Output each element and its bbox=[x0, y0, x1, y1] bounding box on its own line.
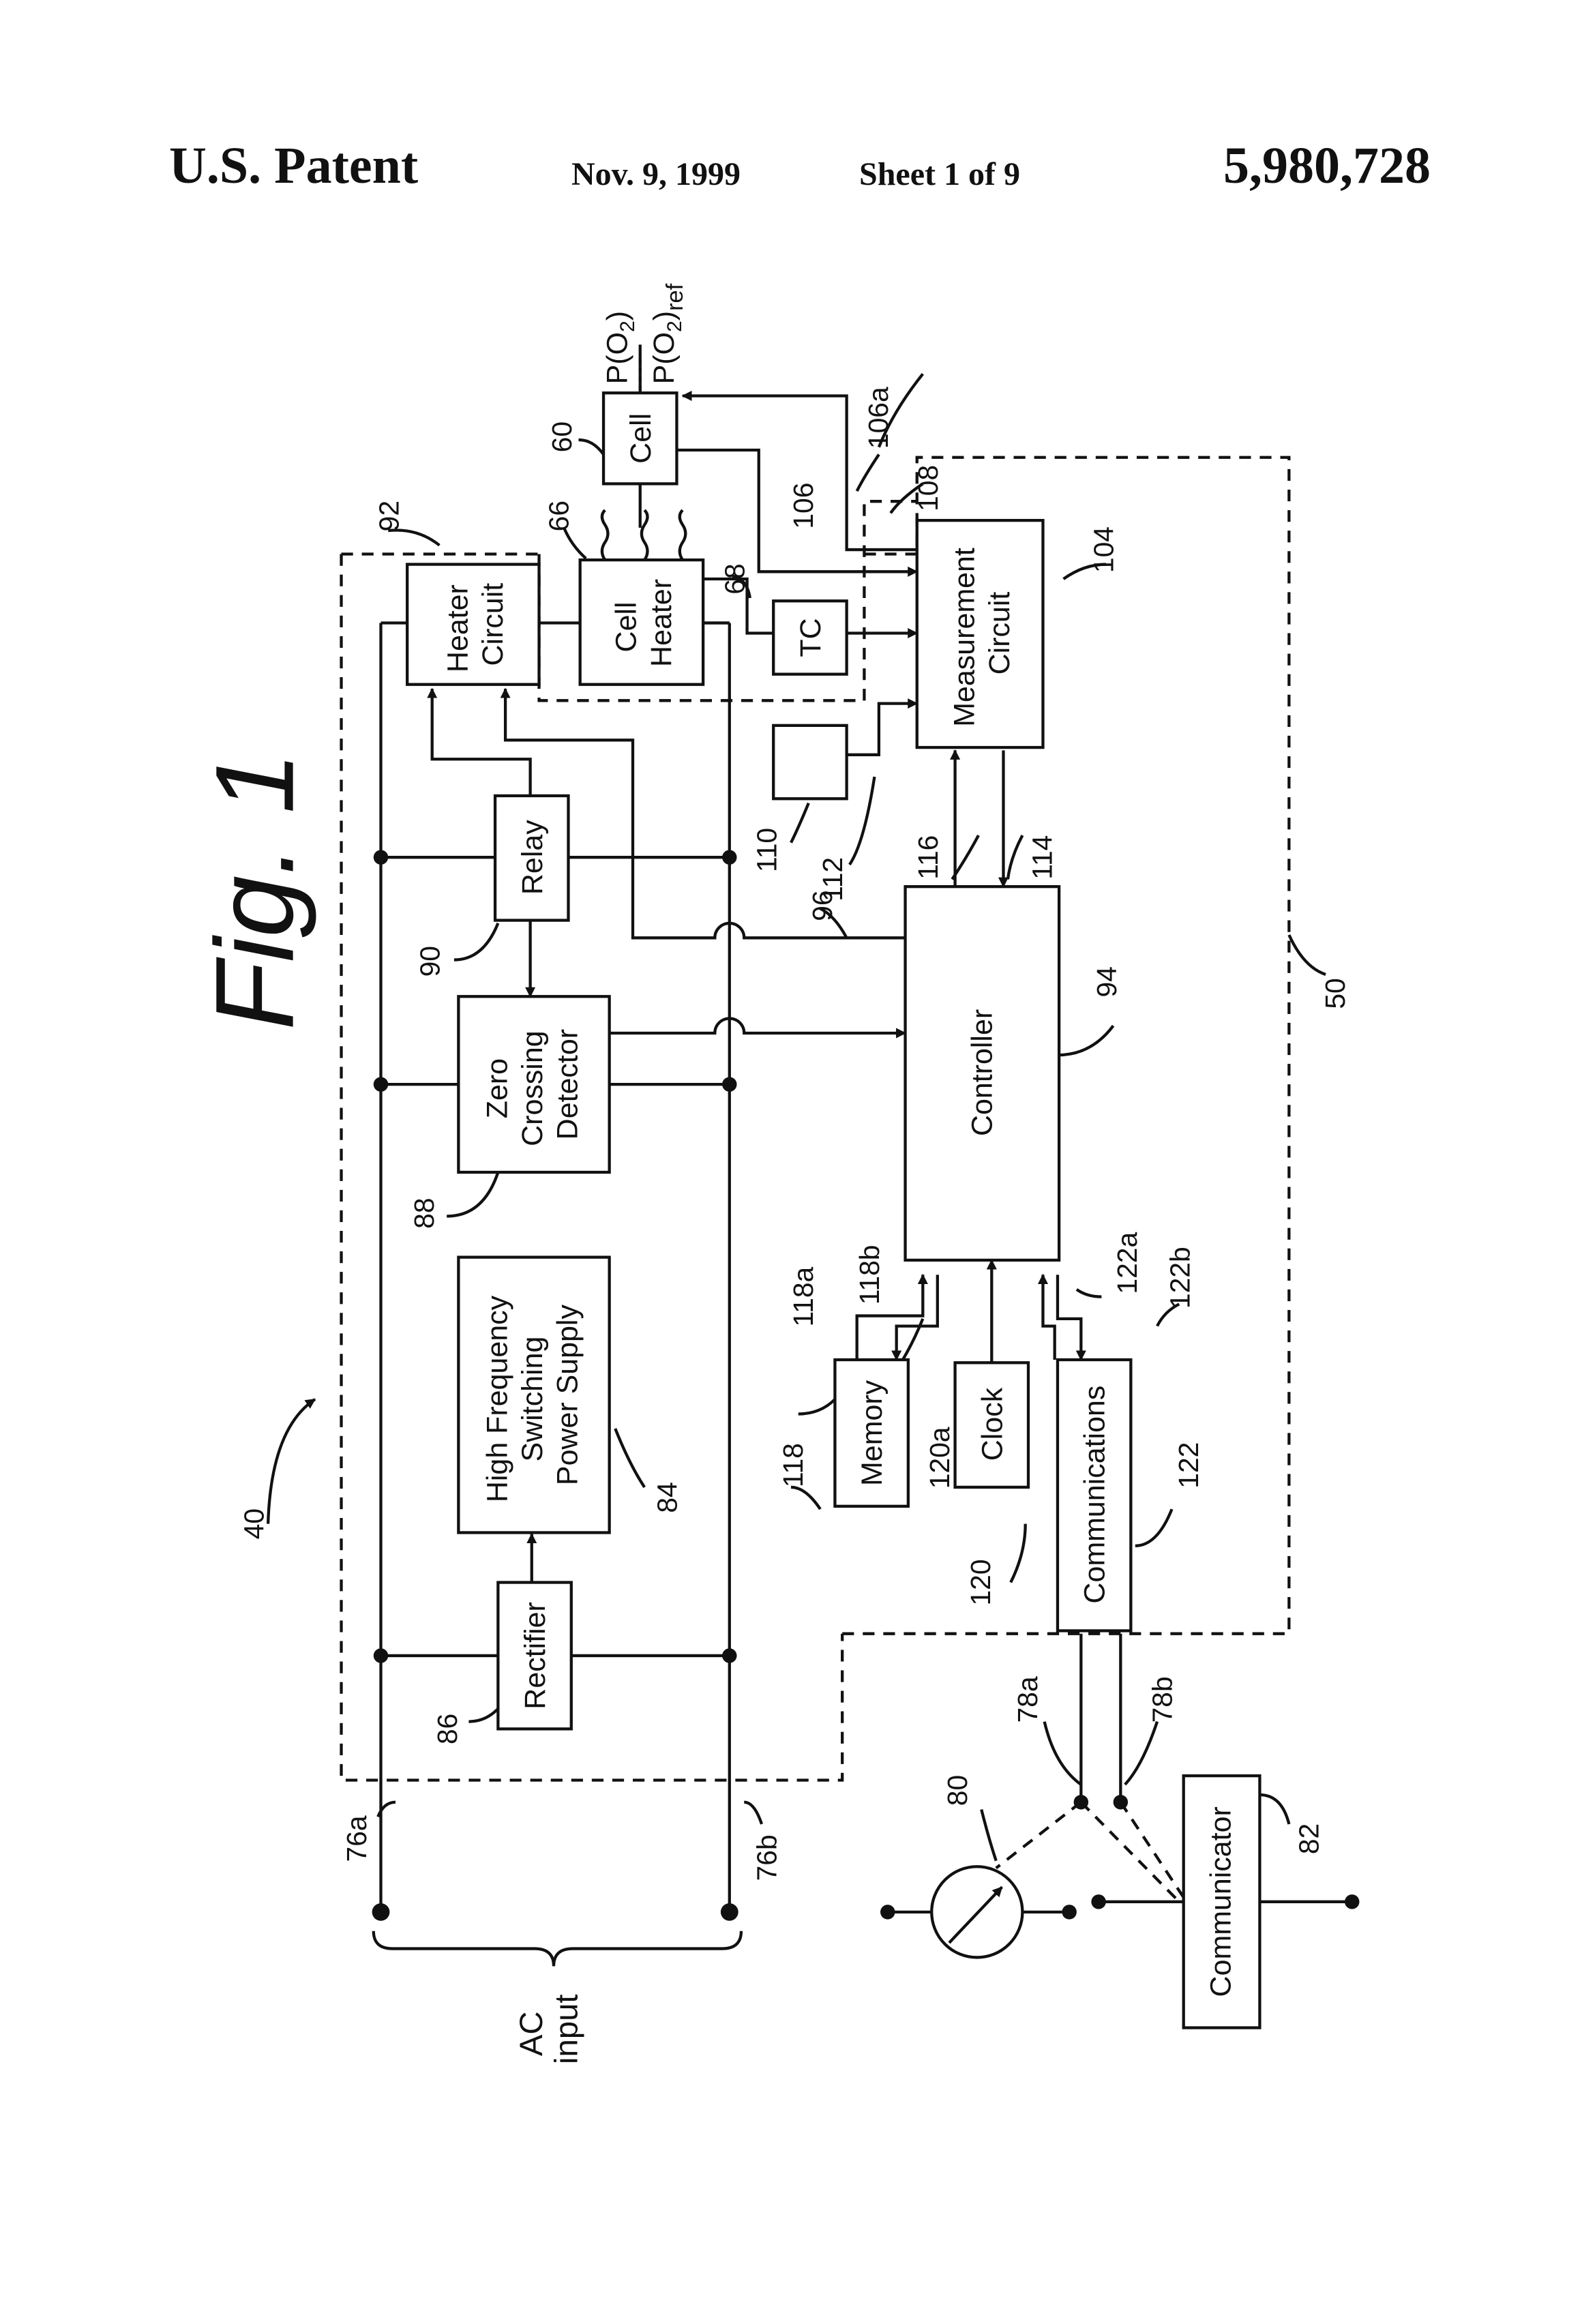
ref-76a: 76a bbox=[341, 1815, 372, 1862]
ref-120a: 120a bbox=[924, 1427, 955, 1489]
ref-80: 80 bbox=[942, 1775, 973, 1806]
memory-label: Memory bbox=[856, 1380, 889, 1486]
clock-label: Clock bbox=[976, 1387, 1009, 1461]
block-110 bbox=[773, 726, 846, 799]
ref-86: 86 bbox=[432, 1714, 463, 1744]
ref-120: 120 bbox=[965, 1559, 996, 1605]
tc-label: TC bbox=[794, 618, 827, 657]
communicator-label: Communicator bbox=[1204, 1806, 1237, 1997]
ref-76b: 76b bbox=[751, 1834, 783, 1881]
ref-112: 112 bbox=[817, 857, 848, 902]
communications-label: Communications bbox=[1079, 1386, 1111, 1604]
ref-118a: 118a bbox=[788, 1266, 819, 1326]
controller-label: Controller bbox=[966, 1009, 998, 1136]
ref-116: 116 bbox=[912, 835, 944, 880]
ref-110: 110 bbox=[751, 828, 783, 872]
ref-108: 108 bbox=[912, 465, 944, 511]
ac-input-label: AC input bbox=[513, 1994, 585, 2064]
figure-title: Fig. 1 bbox=[192, 751, 317, 1030]
ref-60: 60 bbox=[546, 421, 578, 452]
ref-122a: 122a bbox=[1111, 1232, 1143, 1294]
ref-122: 122 bbox=[1173, 1442, 1204, 1489]
ref-78a: 78a bbox=[1012, 1676, 1043, 1723]
ref-40: 40 bbox=[239, 1508, 270, 1539]
ref-118b: 118b bbox=[854, 1245, 885, 1305]
ref-66: 66 bbox=[543, 501, 574, 531]
ref-104: 104 bbox=[1088, 526, 1120, 573]
po2-label: P(O2) bbox=[601, 311, 639, 384]
ref-92: 92 bbox=[373, 501, 404, 531]
ref-50: 50 bbox=[1319, 978, 1351, 1009]
relay-label: Relay bbox=[516, 820, 549, 895]
po2-ref-label: P(O2)ref bbox=[648, 283, 688, 384]
ref-94: 94 bbox=[1091, 966, 1122, 997]
ref-84: 84 bbox=[651, 1482, 683, 1513]
ref-106: 106 bbox=[788, 483, 819, 529]
ref-118: 118 bbox=[777, 1443, 809, 1487]
ref-82: 82 bbox=[1293, 1823, 1324, 1854]
ref-78b: 78b bbox=[1147, 1676, 1178, 1723]
ref-122b: 122b bbox=[1164, 1247, 1195, 1309]
ref-88: 88 bbox=[408, 1197, 440, 1228]
ref-68: 68 bbox=[719, 563, 750, 594]
ref-106a: 106a bbox=[863, 387, 894, 449]
ref-114: 114 bbox=[1026, 835, 1058, 880]
rectifier-label: Rectifier bbox=[519, 1602, 552, 1710]
cell-label: Cell bbox=[625, 413, 657, 464]
ref-90: 90 bbox=[414, 946, 445, 977]
